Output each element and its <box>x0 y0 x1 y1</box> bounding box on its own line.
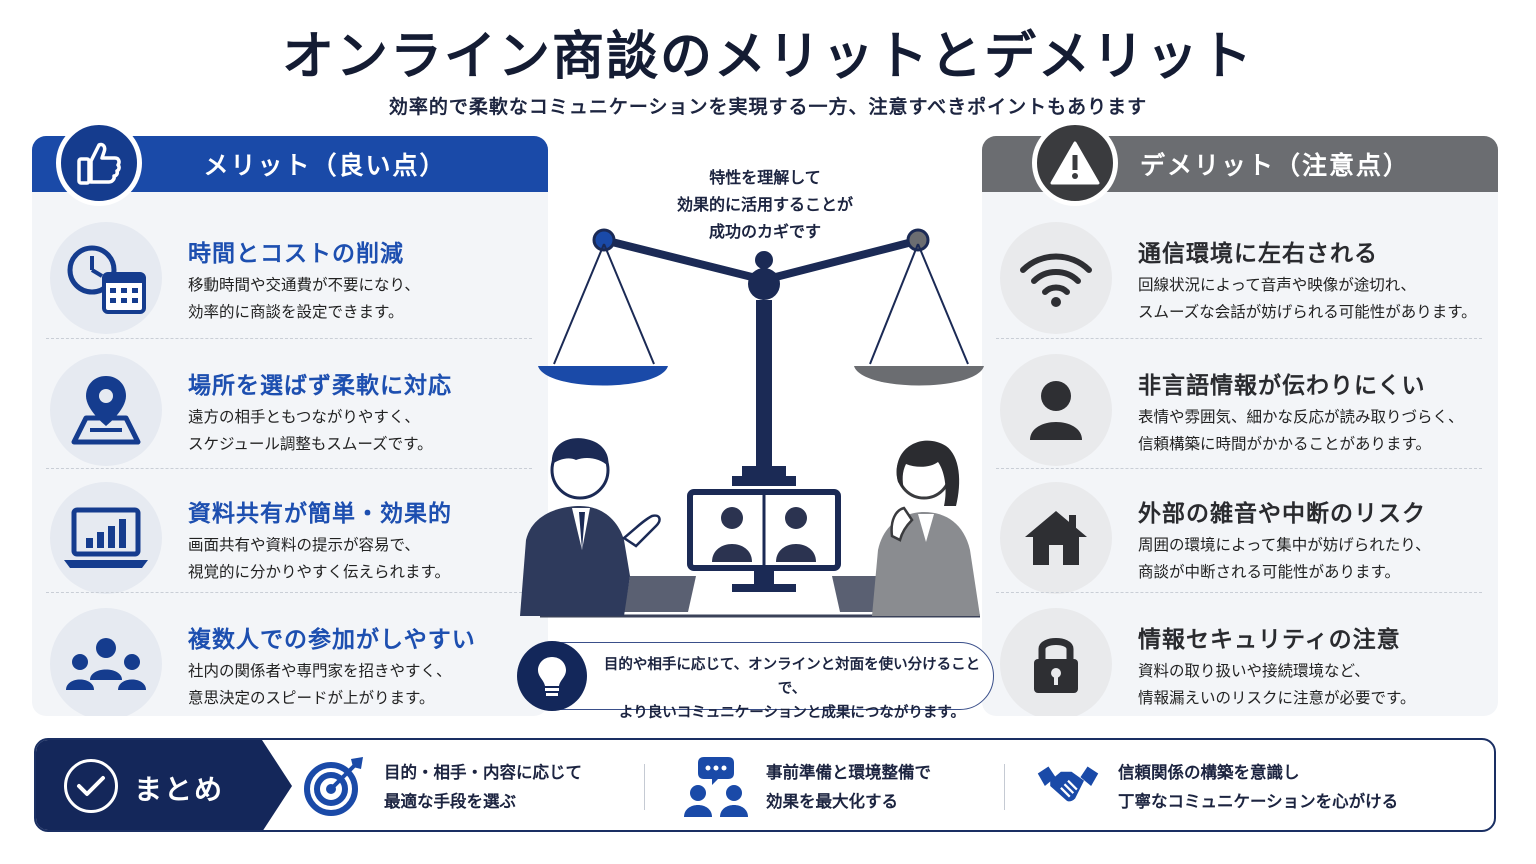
tip-text: 目的や相手に応じて、オンラインと対面を使い分けることで、 より良いコミュニケーシ… <box>603 657 981 721</box>
divider <box>996 338 1482 339</box>
summary-bar: まとめ 目的・相手・内容に応じて最適な手段を選ぶ <box>34 738 1496 832</box>
summary-text: 信頼関係の構築を意識し丁寧なコミュニケーションを心がける <box>1118 763 1399 811</box>
merit-item: 複数人での参加がしやすい 社内の関係者や専門家を招きやすく、意思決定のスピードが… <box>32 592 548 716</box>
merit-description: 画面共有や資料の提示が容易で、視覚的に分かりやすく伝えられます。 <box>188 536 450 581</box>
balance-scale-illustration <box>520 228 984 618</box>
demerit-item: 通信環境に左右される 回線状況によって音声や映像が途切れ、スムーズな会話が妨げら… <box>982 206 1498 336</box>
handshake-icon <box>1036 754 1100 818</box>
demerit-description: 周囲の環境によって集中が妨げられたり、商談が中断される可能性があります。 <box>1138 536 1431 581</box>
demerits-panel: デメリット（注意点） 通信環境に左右される 回線状況によって音声や映像が途切れ、… <box>982 136 1498 716</box>
lightbulb-icon <box>517 641 587 711</box>
demerit-description: 表情や雰囲気、細かな反応が読み取りづらく、信頼構築に時間がかかることがあります。 <box>1138 408 1464 453</box>
clock-calendar-icon <box>50 222 162 334</box>
summary-text: 事前準備と環境整備で効果を最大化する <box>766 763 931 811</box>
demerit-title: 情報セキュリティの注意 <box>1138 627 1401 653</box>
person-icon <box>1000 354 1112 466</box>
summary-arrow <box>262 740 292 830</box>
separator <box>1004 764 1005 810</box>
tip-box: 目的や相手に応じて、オンラインと対面を使い分けることで、 より良いコミュニケーシ… <box>517 641 994 721</box>
laptop-chart-icon <box>50 482 162 594</box>
group-icon <box>50 608 162 716</box>
merit-title: 場所を選ばず柔軟に対応 <box>188 373 452 399</box>
lock-icon <box>1000 608 1112 716</box>
thumbs-up-icon <box>56 120 142 206</box>
demerit-item: 外部の雑音や中断のリスク 周囲の環境によって集中が妨げられたり、商談が中断される… <box>982 466 1498 596</box>
merit-description: 移動時間や交通費が不要になり、効率的に商談を設定できます。 <box>188 276 420 321</box>
demerit-title: 外部の雑音や中断のリスク <box>1138 501 1426 527</box>
house-icon <box>1000 482 1112 594</box>
demerit-title: 通信環境に左右される <box>1138 241 1378 267</box>
divider <box>46 468 532 469</box>
check-icon <box>64 759 118 813</box>
demerit-description: 回線状況によって音声や映像が途切れ、スムーズな会話が妨げられる可能性があります。 <box>1138 276 1477 321</box>
divider <box>46 592 532 593</box>
demerit-title: 非言語情報が伝わりにくい <box>1138 373 1426 399</box>
demerit-description: 資料の取り扱いや接続環境など、情報漏えいのリスクに注意が必要です。 <box>1138 662 1416 707</box>
demerit-item: 非言語情報が伝わりにくい 表情や雰囲気、細かな反応が読み取りづらく、信頼構築に時… <box>982 338 1498 468</box>
merit-title: 時間とコストの削減 <box>188 241 404 267</box>
merit-item: 場所を選ばず柔軟に対応 遠方の相手ともつながりやすく、スケジュール調整もスムーズ… <box>32 338 548 468</box>
merit-item: 時間とコストの削減 移動時間や交通費が不要になり、効率的に商談を設定できます。 <box>32 206 548 336</box>
divider <box>996 592 1482 593</box>
merit-item: 資料共有が簡単・効果的 画面共有や資料の提示が容易で、視覚的に分かりやすく伝えら… <box>32 466 548 596</box>
merits-panel: メリット（良い点） 時間とコストの削減 移動時間や交通費が不要になり、効率的に商… <box>32 136 548 716</box>
merit-description: 社内の関係者や専門家を招きやすく、意思決定のスピードが上がります。 <box>188 662 452 707</box>
target-icon <box>302 754 366 818</box>
page-subtitle: 効率的で柔軟なコミュニケーションを実現する一方、注意すべきポイントもあります <box>388 96 1148 118</box>
merit-description: 遠方の相手ともつながりやすく、スケジュール調整もスムーズです。 <box>188 408 433 453</box>
summary-title: まとめ <box>134 773 225 806</box>
map-pin-icon <box>50 354 162 466</box>
warning-icon <box>1032 120 1118 206</box>
merit-title: 資料共有が簡単・効果的 <box>188 501 452 527</box>
divider <box>46 338 532 339</box>
summary-text: 目的・相手・内容に応じて最適な手段を選ぶ <box>384 763 582 811</box>
divider <box>996 468 1482 469</box>
separator <box>644 764 645 810</box>
wifi-icon <box>1000 222 1112 334</box>
center-caption: 特性を理解して 効果的に活用することが 成功のカギです <box>676 168 853 241</box>
summary-label-block: まとめ <box>36 740 262 830</box>
page-title: オンライン商談のメリットとデメリット <box>281 27 1254 87</box>
merit-title: 複数人での参加がしやすい <box>188 627 476 653</box>
team-chat-icon <box>684 754 748 818</box>
demerit-item: 情報セキュリティの注意 資料の取り扱いや接続環境など、情報漏えいのリスクに注意が… <box>982 592 1498 716</box>
